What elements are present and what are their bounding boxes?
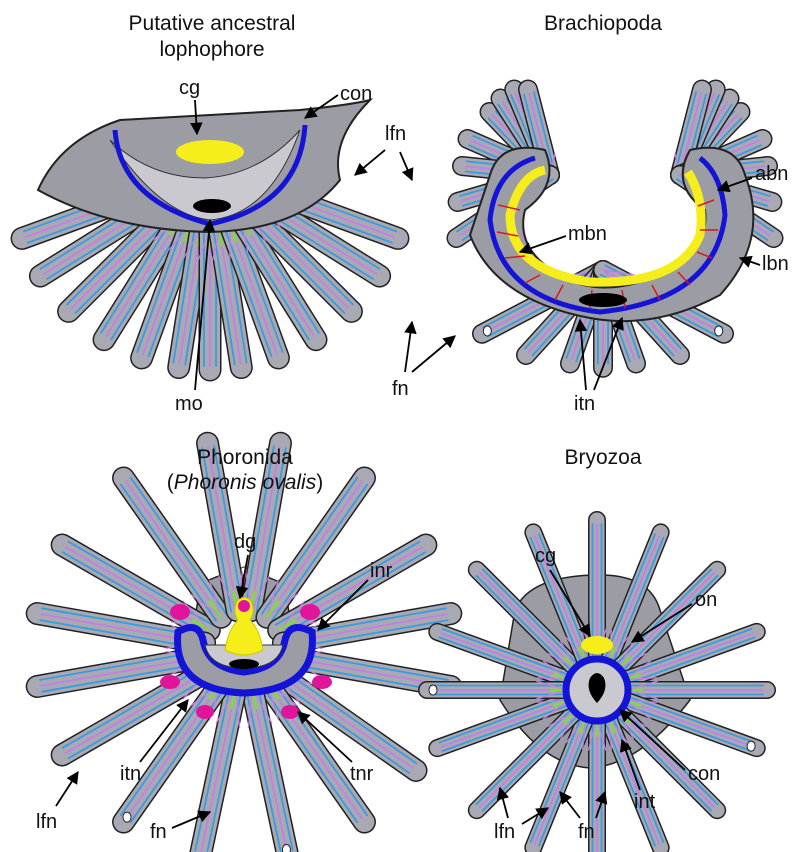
label-phoronida-fn: fn (150, 821, 167, 843)
label-brachiopoda-mbn: mbn (568, 223, 607, 245)
label-bryozoa-lfn: lfn (494, 821, 515, 843)
arrow-bryozoa-fn-a (560, 792, 580, 818)
arrow-putative-lfn-a (355, 150, 385, 175)
label-brachiopoda-abn: abn (755, 163, 788, 185)
label-putative-fn: fn (392, 378, 409, 400)
label-bryozoa-fn: fn (578, 821, 595, 843)
brachiopoda-mouth (579, 293, 627, 307)
phoronida-ganglion-magenta (238, 600, 250, 612)
label-bryozoa-on: on (695, 589, 717, 611)
label-brachiopoda-itn: itn (574, 393, 595, 415)
arrow-phoronida-lfn (56, 772, 78, 806)
species-close-paren: ) (316, 471, 323, 494)
arrow-putative-fn-b (412, 336, 455, 372)
panel-brachiopoda (457, 90, 774, 368)
label-putative-lfn: lfn (385, 123, 406, 145)
arrow-putative-lfn-b (400, 152, 412, 180)
label-bryozoa-cg: cg (535, 545, 556, 567)
title-phoronida: Phoronida (197, 446, 293, 469)
bryozoa-cerebral-ganglion (581, 636, 613, 654)
label-putative-mo: mo (175, 393, 203, 415)
title-bryozoa: Bryozoa (564, 446, 641, 469)
title-brachiopoda: Brachiopoda (544, 12, 662, 35)
phoronida-mouth (229, 659, 259, 669)
bryozoa-tentacle (627, 681, 767, 699)
arrow-putative-fn-a (405, 322, 412, 372)
putative-cerebral-ganglion (176, 140, 244, 164)
panel-putative-lophophore (22, 100, 398, 370)
label-bryozoa-int: int (634, 791, 656, 813)
panel-phoronida (37, 443, 451, 852)
title-putative-line1: Putative ancestral (129, 12, 296, 35)
title-putative-line2: lophophore (159, 38, 264, 61)
label-phoronida-dg: dg (234, 531, 256, 553)
label-bryozoa-con: con (688, 763, 720, 785)
bryozoa-tentacle (427, 681, 567, 699)
label-brachiopoda-lbn: lbn (762, 253, 789, 275)
label-putative-con: con (340, 83, 372, 105)
species-open-paren: ( (167, 471, 174, 494)
putative-mouth (193, 199, 231, 213)
label-putative-cg: cg (179, 77, 200, 99)
panel-bryozoa (427, 520, 767, 852)
title-phoronida-species: (Phoronis ovalis) (167, 471, 323, 494)
label-phoronida-tnr: tnr (350, 763, 374, 785)
label-phoronida-itn: itn (120, 763, 141, 785)
species-name: Phoronis ovalis (174, 471, 317, 494)
label-phoronida-inr: inr (370, 560, 393, 582)
label-phoronida-lfn: lfn (36, 811, 57, 833)
